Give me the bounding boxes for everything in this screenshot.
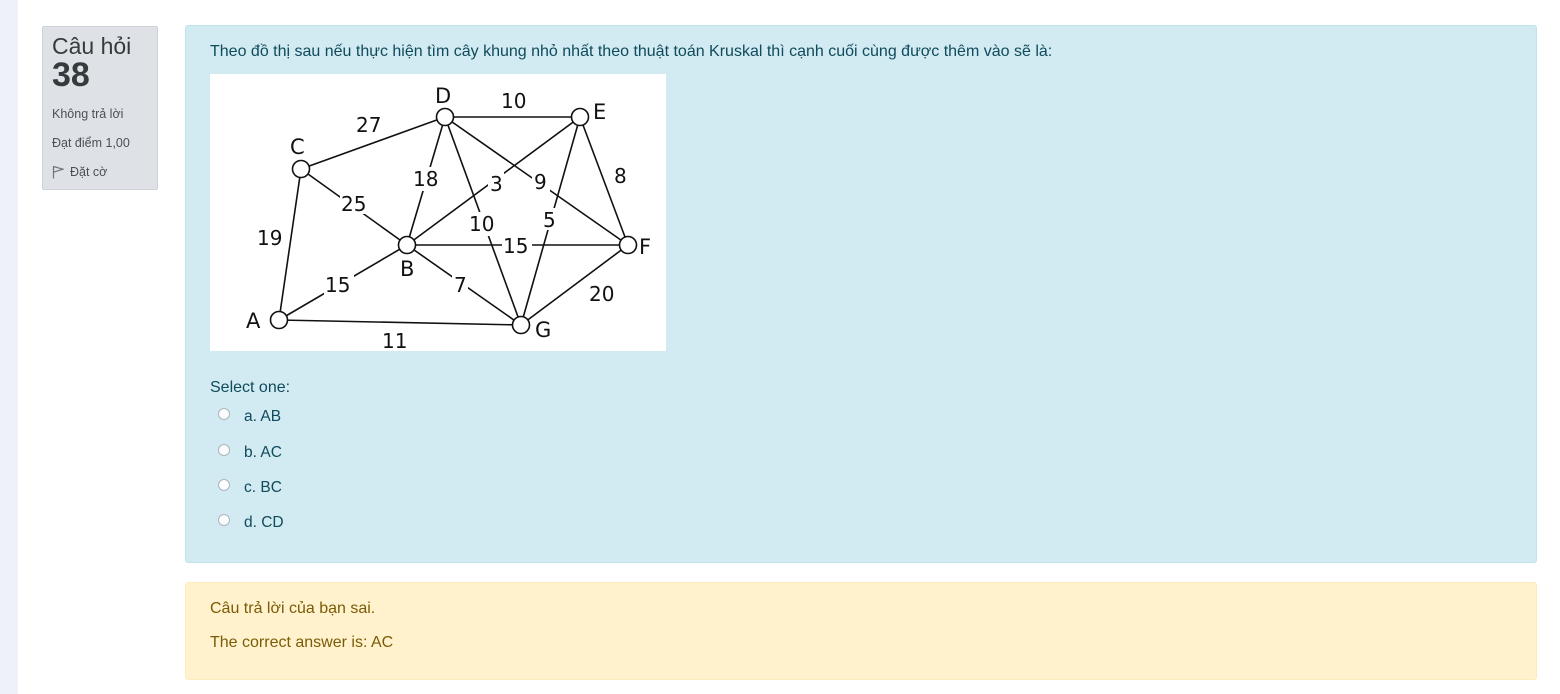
- edge-weight-DB: 18: [413, 167, 438, 191]
- edge-weight-BG: 7: [454, 273, 467, 297]
- node-E: [570, 107, 590, 127]
- edge-GF: [520, 244, 629, 326]
- answer-option-a[interactable]: a. AB: [218, 408, 281, 426]
- question-state: Không trả lời: [52, 107, 124, 121]
- answer-option-d[interactable]: d. CD: [218, 514, 284, 532]
- edge-weight-BE: 3: [490, 172, 503, 196]
- feedback-panel: Câu trả lời của bạn sai. The correct ans…: [185, 582, 1537, 680]
- main-content: Câu hỏi 38 Không trả lời Đạt điểm 1,00 Đ…: [18, 0, 1560, 694]
- edge-weight-CA: 19: [257, 226, 282, 250]
- node-label-D: D: [435, 84, 451, 108]
- question-number: 38: [52, 56, 90, 94]
- answer-label-a: a. AB: [244, 408, 282, 425]
- edge-weight-DE: 10: [501, 89, 526, 113]
- feedback-result: Câu trả lời của bạn sai.: [210, 600, 376, 617]
- radio-c[interactable]: [218, 479, 230, 491]
- edge-weight-BF: 15: [503, 234, 528, 258]
- question-label: Câu hỏi: [52, 33, 132, 59]
- answer-option-c[interactable]: c. BC: [218, 479, 282, 497]
- edge-AG: [278, 319, 522, 326]
- flag-question-button[interactable]: Đặt cờ: [52, 165, 107, 179]
- node-label-G: G: [535, 318, 551, 342]
- question-info-panel: Câu hỏi 38 Không trả lời Đạt điểm 1,00 Đ…: [42, 26, 158, 190]
- edge-weight-EF: 8: [614, 164, 627, 188]
- radio-d[interactable]: [218, 514, 230, 526]
- answer-label-b: b. AC: [244, 444, 282, 461]
- question-formulation: Theo đồ thị sau nếu thực hiện tìm cây kh…: [185, 25, 1537, 563]
- node-label-C: C: [290, 135, 305, 159]
- edge-weight-AB: 15: [325, 273, 350, 297]
- node-label-B: B: [400, 257, 414, 281]
- edge-weight-AG: 11: [382, 329, 407, 351]
- edge-weight-GF: 20: [589, 282, 614, 306]
- node-label-E: E: [593, 100, 606, 124]
- answer-label-c: c. BC: [244, 479, 282, 496]
- node-A: [269, 310, 289, 330]
- answer-label-d: d. CD: [244, 514, 284, 531]
- edge-CA: [278, 168, 302, 321]
- node-label-A: A: [246, 309, 261, 333]
- edge-weight-EG: 5: [543, 208, 556, 232]
- radio-a[interactable]: [218, 408, 230, 420]
- node-C: [291, 159, 311, 179]
- graph-image: 10 27 19 25 18 3 9 8 10 5 15 15 7 20 11: [210, 74, 666, 351]
- edge-weight-DG: 10: [469, 212, 494, 236]
- select-one-prompt: Select one:: [210, 379, 291, 396]
- edge-CD: [300, 116, 446, 170]
- node-F: [618, 235, 638, 255]
- answer-option-b[interactable]: b. AC: [218, 444, 282, 462]
- radio-b[interactable]: [218, 444, 230, 456]
- edge-EF: [579, 116, 629, 246]
- question-grade: Đạt điểm 1,00: [52, 136, 130, 150]
- question-text: Theo đồ thị sau nếu thực hiện tìm cây kh…: [210, 43, 1053, 60]
- node-D: [435, 107, 455, 127]
- flag-icon: [52, 165, 64, 179]
- node-G: [511, 315, 531, 335]
- edge-weight-CD: 27: [356, 113, 381, 137]
- node-B: [397, 235, 417, 255]
- node-label-F: F: [639, 235, 651, 259]
- flag-label: Đặt cờ: [70, 165, 108, 179]
- correct-answer-text: The correct answer is: AC: [210, 634, 394, 651]
- edge-weight-DF: 9: [534, 170, 547, 194]
- edge-weight-CB: 25: [341, 192, 366, 216]
